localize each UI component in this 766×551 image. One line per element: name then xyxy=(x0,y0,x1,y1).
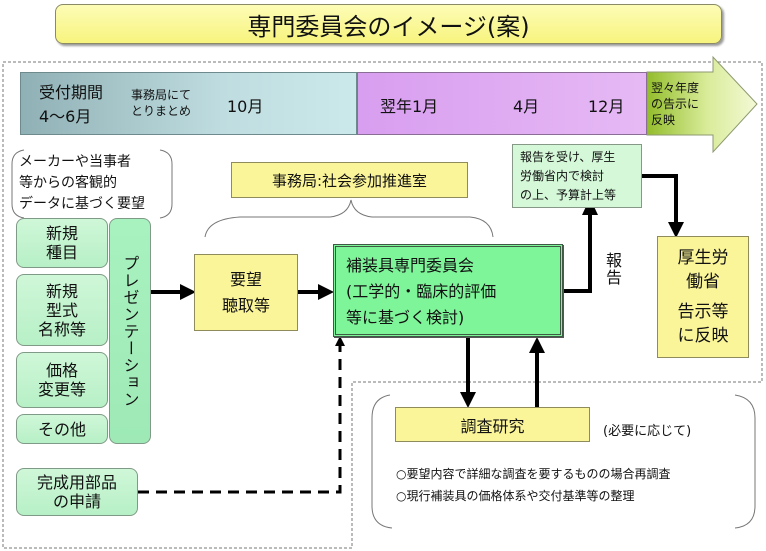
committee-box: 補装具専門委員会 (工学的・臨床的評価 等に基づく検討) xyxy=(333,244,563,337)
category-text: 価格 xyxy=(45,361,78,380)
arrow-parts-to-committee xyxy=(138,345,342,494)
mhlw-line3: 告示等 xyxy=(677,302,729,322)
mhlw-box: 厚生労 働省 告示等 に反映 xyxy=(657,236,749,358)
mhlw-review-box: 報告を受け、厚生 労働省内で検討 の上、予算計上等 xyxy=(512,144,642,208)
timeline-month-apr: 4月 xyxy=(513,97,540,116)
review-line2: 労働省内で検討 xyxy=(520,169,605,183)
requests-note-line2: 等からの客観的 xyxy=(19,175,117,191)
secretariat-box: 事務局:社会参加推進室 xyxy=(231,162,468,198)
requests-note-line3: データに基づく要望 xyxy=(19,196,145,212)
research-bracket-right xyxy=(734,394,756,529)
mhlw-line1: 厚生労 xyxy=(677,248,729,268)
timeline-month-oct: 10月 xyxy=(227,97,264,116)
category-text: 新規 xyxy=(45,224,78,243)
timeline-next-year-jan: 翌年1月 xyxy=(380,97,439,116)
hearing-box: 要望聴取等 xyxy=(194,254,298,331)
reception-period-label: 受付期間 xyxy=(39,83,104,102)
review-line3: の上、予算計上等 xyxy=(520,188,617,202)
research-item: ○要望内容で詳細な調査を要するものの場合再調査 xyxy=(396,467,671,481)
parts-line2: の申請 xyxy=(52,492,101,511)
committee-line1: 補装具専門委員会 xyxy=(346,256,475,275)
arrow-text-line3: 反映 xyxy=(651,113,676,127)
requests-bracket-left xyxy=(11,149,25,219)
committee-line3: 等に基づく検討) xyxy=(346,308,465,327)
hearing-line1: 要望 xyxy=(229,269,262,289)
mhlw-line2: 働省 xyxy=(686,272,720,292)
requests-note-line1: メーカーや当事者 xyxy=(19,154,131,170)
category-text: 種目 xyxy=(45,243,78,262)
category-text: 変更等 xyxy=(37,380,86,399)
arrow-committee-to-review xyxy=(562,214,592,293)
presentation-box: プレゼンテーション xyxy=(109,218,151,444)
category-price-change: 価格変更等 xyxy=(16,352,108,408)
title-text: 専門委員会のイメージ(案) xyxy=(247,12,530,41)
parts-application-box: 完成用部品の申請 xyxy=(16,468,138,516)
timeline-period-reception: 受付期間 4〜6月 事務局にて とりまとめ 10月 xyxy=(20,72,357,135)
research-label: 調査研究 xyxy=(460,416,525,436)
timeline-arrow-label: 翌々年度 の告示に 反映 xyxy=(647,72,727,135)
report-label: 報告 xyxy=(603,252,622,286)
category-text: 名称等 xyxy=(37,319,86,339)
review-line1: 報告を受け、厚生 xyxy=(520,150,616,164)
parts-line1: 完成用部品 xyxy=(36,473,117,492)
arrow-text-line1: 翌々年度 xyxy=(651,81,700,95)
reception-period-months: 4〜6月 xyxy=(39,107,92,126)
secretariat-label: 事務局:社会参加推進室 xyxy=(271,171,428,190)
secretariat-brace xyxy=(204,199,494,238)
requests-note: メーカーや当事者 等からの客観的 データに基づく要望 xyxy=(19,152,169,215)
category-text: 型式 xyxy=(45,300,78,320)
timeline-period-next-year: 翌年1月 4月 12月 xyxy=(357,72,647,135)
research-note: (必要に応じて) xyxy=(603,424,692,439)
timeline-arrow xyxy=(646,55,758,154)
research-item: ○現行補装具の価格体系や交付基準等の整理 xyxy=(396,489,635,503)
committee-line2: (工学的・臨床的評価 xyxy=(346,282,497,301)
category-other: その他 xyxy=(16,414,108,444)
category-text: その他 xyxy=(37,419,86,439)
category-new-item: 新規種目 xyxy=(16,218,108,268)
presentation-label: プレゼンテーション xyxy=(120,254,140,408)
bracket-note-line2: とりまとめ xyxy=(131,104,192,118)
timeline-month-dec: 12月 xyxy=(588,97,625,116)
research-bracket-left xyxy=(371,394,393,529)
diagram-title: 専門委員会のイメージ(案) xyxy=(55,4,722,44)
category-new-model: 新規型式名称等 xyxy=(16,274,108,346)
hearing-line2: 聴取等 xyxy=(221,295,270,315)
arrow-text-line2: の告示に xyxy=(651,97,700,111)
mhlw-line4: に反映 xyxy=(677,326,729,346)
bracket-note-line1: 事務局にて xyxy=(131,88,192,102)
requests-bracket-right xyxy=(159,149,173,219)
arrow-review-to-mhlw xyxy=(642,174,678,222)
research-box: 調査研究 xyxy=(395,407,590,442)
category-text: 新規 xyxy=(45,281,78,301)
research-items: ○要望内容で詳細な調査を要するものの場合再調査 ○現行補装具の価格体系や交付基準… xyxy=(396,463,670,507)
